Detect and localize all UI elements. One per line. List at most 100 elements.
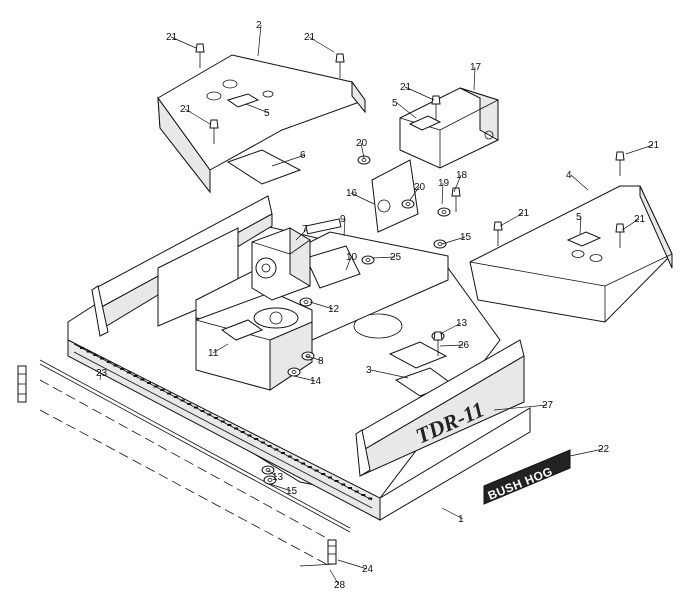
callout-c12: 12 bbox=[328, 304, 340, 315]
leader-line-c21f bbox=[499, 212, 524, 227]
skirt-slot bbox=[240, 431, 245, 433]
clip-24 bbox=[327, 539, 337, 565]
callout-c21c: 21 bbox=[180, 104, 192, 115]
callout-c6: 6 bbox=[300, 150, 306, 161]
skirt-slot bbox=[287, 455, 292, 458]
callout-c28: 28 bbox=[334, 580, 346, 591]
nut-1 bbox=[401, 199, 415, 209]
leader-line-c16 bbox=[350, 192, 375, 205]
skirt-slot bbox=[368, 497, 373, 500]
leader-line-c8 bbox=[305, 355, 324, 362]
skirt-slot bbox=[247, 434, 252, 437]
callout-c3: 3 bbox=[366, 365, 372, 376]
callout-c21e: 21 bbox=[648, 140, 660, 151]
callout-c18: 18 bbox=[456, 170, 468, 181]
callout-c10: 10 bbox=[346, 252, 358, 263]
leader-line-c5a bbox=[245, 103, 270, 114]
callout-c14: 14 bbox=[310, 376, 322, 387]
leader-line-c10 bbox=[345, 256, 352, 271]
skirt-slot bbox=[106, 361, 111, 363]
skirt-slot bbox=[153, 385, 158, 388]
skirt-slot bbox=[133, 375, 138, 377]
blade-bar-23 bbox=[39, 359, 351, 567]
callout-c15b: 15 bbox=[286, 486, 298, 497]
callout-c20a: 20 bbox=[356, 138, 368, 149]
skirt-slot bbox=[207, 413, 212, 416]
leader-line-c14 bbox=[293, 375, 316, 382]
callout-c13a: 13 bbox=[456, 318, 468, 329]
callout-c16: 16 bbox=[346, 188, 358, 199]
wing-bolt-0 bbox=[195, 43, 205, 68]
skirt-slot bbox=[86, 350, 91, 353]
callout-c5c: 5 bbox=[576, 212, 582, 223]
leader-line-c21b bbox=[308, 36, 335, 53]
leader-line-c27 bbox=[493, 404, 548, 411]
leader-line-c17 bbox=[473, 66, 476, 91]
leader-line-c25 bbox=[371, 256, 396, 259]
skirt-slot bbox=[187, 403, 192, 405]
skirt-slot bbox=[200, 410, 205, 412]
skirt-slot bbox=[361, 494, 366, 496]
leader-line-c15a bbox=[441, 236, 466, 245]
leader-line-c21d bbox=[404, 86, 435, 101]
top-cover-left bbox=[157, 54, 366, 194]
wing-bolt-3 bbox=[431, 95, 441, 120]
leader-line-c2 bbox=[257, 24, 262, 57]
skirt-slot bbox=[173, 396, 178, 398]
callout-c22: 22 bbox=[598, 444, 610, 455]
callout-c8: 8 bbox=[318, 356, 324, 367]
leader-line-c5b bbox=[396, 102, 417, 119]
brand-decal: BUSH HOG bbox=[483, 449, 571, 505]
skirt-slot bbox=[120, 368, 125, 370]
skirt-slot bbox=[227, 424, 232, 426]
leader-line-c20a bbox=[360, 142, 365, 159]
leader-line-c4 bbox=[570, 174, 589, 191]
gearbox-shield bbox=[399, 87, 499, 169]
skirt-slot bbox=[193, 406, 198, 409]
leader-line-c6 bbox=[271, 154, 306, 167]
skirt-slot bbox=[113, 364, 118, 367]
leader-line-c9 bbox=[343, 218, 346, 237]
bolt-18 bbox=[451, 187, 461, 212]
leader-lines bbox=[99, 24, 654, 586]
deck-front-slots bbox=[80, 347, 373, 500]
leader-line-c28 bbox=[329, 569, 340, 586]
leader-line-c3 bbox=[370, 369, 409, 379]
skirt-slot bbox=[281, 452, 285, 454]
leader-line-c21g bbox=[621, 218, 640, 231]
leader-line-c13a bbox=[439, 322, 462, 335]
callout-c21d: 21 bbox=[400, 82, 412, 93]
bracket-16 bbox=[371, 159, 419, 233]
nut-3 bbox=[433, 239, 447, 249]
callout-c7: 7 bbox=[302, 224, 308, 235]
skirt-slot bbox=[327, 476, 332, 479]
leader-line-c21e bbox=[625, 144, 654, 155]
callout-c21f: 21 bbox=[518, 208, 530, 219]
callout-c23: 23 bbox=[96, 368, 108, 379]
leader-line-c21c bbox=[184, 108, 211, 125]
callout-c4: 4 bbox=[566, 170, 572, 181]
leader-line-c24 bbox=[337, 559, 368, 570]
leader-line-c7 bbox=[295, 228, 308, 241]
skirt-slot bbox=[260, 441, 265, 444]
skirt-slot bbox=[321, 473, 326, 475]
skirt-slot bbox=[267, 445, 272, 447]
leader-line-c26 bbox=[439, 344, 464, 347]
callout-c24: 24 bbox=[362, 564, 374, 575]
skirt-slot bbox=[80, 347, 84, 349]
skirt-slot bbox=[147, 382, 151, 384]
top-cover-right bbox=[469, 185, 673, 323]
callout-c26: 26 bbox=[458, 340, 470, 351]
callout-c2: 2 bbox=[256, 20, 262, 31]
callout-c21b: 21 bbox=[304, 32, 316, 43]
right-side-rail bbox=[355, 339, 525, 477]
fasteners bbox=[195, 43, 625, 485]
leader-line-c23 bbox=[99, 372, 102, 381]
callout-c20b: 20 bbox=[414, 182, 426, 193]
callout-c25: 25 bbox=[390, 252, 402, 263]
skirt-slot bbox=[354, 490, 359, 493]
skirt-slot bbox=[307, 466, 312, 468]
skirt-slot bbox=[254, 438, 259, 440]
skirt-slot bbox=[140, 378, 145, 381]
